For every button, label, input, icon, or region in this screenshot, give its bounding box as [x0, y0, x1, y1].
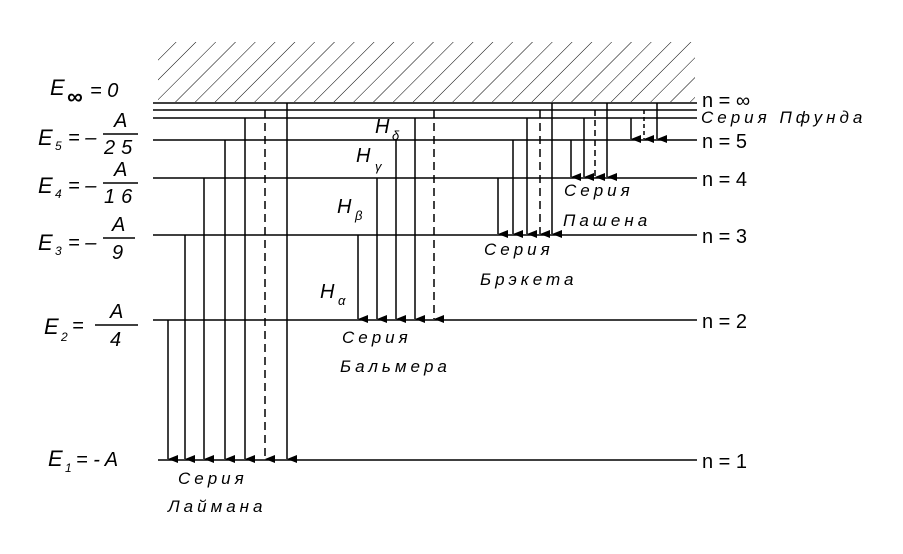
level-label-5: n = 5: [702, 131, 747, 153]
e1-subscript: 1: [65, 461, 72, 475]
e2-subscript: 2: [60, 330, 68, 344]
level-label-2: n = 2: [702, 311, 747, 333]
balmer-series-label-2: Бальмера: [340, 357, 451, 376]
e3-denominator: 9: [112, 242, 123, 264]
h-alpha-subscript: α: [338, 293, 346, 308]
e2-letter: E: [44, 314, 59, 339]
lyman-series-label-1: Серия: [178, 469, 248, 488]
paschen-arrows: [497, 103, 562, 238]
e2-equals: =: [72, 315, 84, 337]
brackett-series-label-2: Брэкета: [480, 270, 577, 289]
h-delta-letter: H: [375, 116, 390, 138]
e5-denominator: 25: [103, 137, 138, 159]
e5-numerator: A: [113, 110, 127, 132]
h-alpha-letter: H: [320, 281, 335, 303]
pfund-arrows: [630, 103, 667, 143]
balmer-arrows: [357, 110, 444, 323]
e5-equals: = –: [68, 127, 97, 149]
e-inf-value: = 0: [90, 80, 118, 102]
level-label-3: n = 3: [702, 226, 747, 248]
balmer-series-label-1: Серия: [342, 328, 412, 347]
energy-levels: [153, 102, 697, 461]
h-gamma-subscript: γ: [375, 159, 383, 174]
e3-numerator: A: [111, 214, 125, 236]
h-beta-subscript: β: [354, 208, 363, 223]
paschen-series-label-1: Серия: [564, 181, 634, 200]
e4-equals: = –: [68, 175, 97, 197]
e-inf-letter: E: [50, 75, 65, 100]
e4-denominator: 16: [104, 186, 138, 208]
level-label-4: n = 4: [702, 169, 747, 191]
e-inf-subscript: ∞: [67, 84, 83, 109]
e5-letter: E: [38, 125, 53, 150]
e4-subscript: 4: [55, 187, 62, 201]
pfund-series-label: Серия Пфунда: [701, 108, 866, 127]
e2-denominator: 4: [110, 329, 121, 351]
paschen-series-label-2: Пашена: [563, 211, 651, 230]
e4-letter: E: [38, 173, 53, 198]
e2-numerator: A: [109, 301, 123, 323]
lyman-series-label-2: Лаймана: [167, 497, 266, 516]
e3-subscript: 3: [55, 244, 62, 258]
h-delta-subscript: δ: [392, 128, 400, 143]
brackett-arrows: [570, 103, 617, 181]
level-label-inf: n = ∞: [702, 90, 750, 112]
level-label-1: n = 1: [702, 451, 747, 473]
continuum-hatch: [158, 42, 695, 102]
brackett-series-label-1: Серия: [484, 240, 554, 259]
e5-subscript: 5: [55, 139, 62, 153]
e4-numerator: A: [113, 159, 127, 181]
e1-letter: E: [48, 446, 63, 471]
h-gamma-letter: H: [356, 145, 371, 167]
e3-equals: = –: [68, 232, 97, 254]
lyman-arrows: [167, 103, 297, 463]
h-beta-letter: H: [337, 196, 352, 218]
e1-value: = - A: [76, 449, 118, 471]
e3-letter: E: [38, 230, 53, 255]
fraction-bars: [95, 133, 138, 326]
